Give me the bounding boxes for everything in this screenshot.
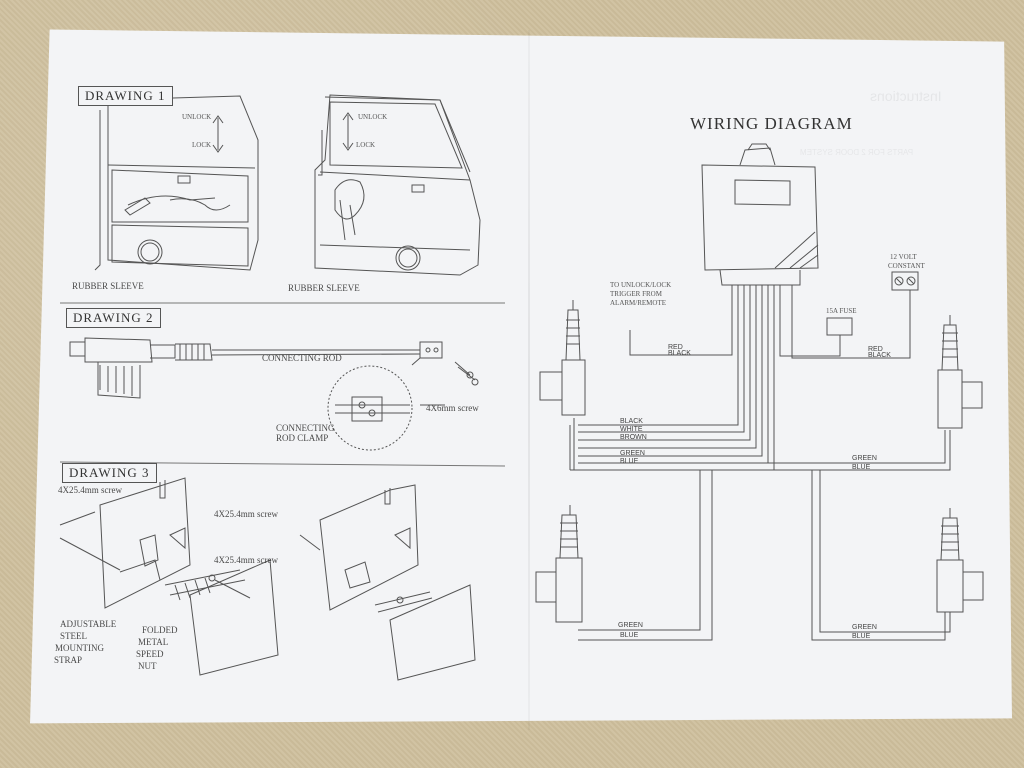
blue-label-front-right: BLUE bbox=[852, 464, 871, 471]
green-label-rear-right: GREEN bbox=[852, 624, 877, 631]
trigger-label-3: ALARM/REMOTE bbox=[610, 299, 666, 307]
blue-label-rear-right: BLUE bbox=[852, 633, 871, 640]
green-label-front-right: GREEN bbox=[852, 455, 877, 462]
blue-label-rear-left: BLUE bbox=[620, 632, 639, 639]
fuse-label: 15A FUSE bbox=[826, 307, 857, 315]
actuator-rear-left bbox=[535, 505, 583, 623]
volt-label-1: 12 VOLT bbox=[890, 253, 917, 261]
screw-label-d2: 4X6mm screw bbox=[426, 403, 479, 413]
door-left-illustration bbox=[94, 95, 259, 271]
strap-label-4: STRAP bbox=[54, 655, 83, 665]
rubber-sleeve-right-label: RUBBER SLEEVE bbox=[288, 283, 360, 293]
battery-terminal bbox=[891, 271, 919, 291]
trigger-label-2: TRIGGER FROM bbox=[610, 290, 662, 298]
bundle-green-label: GREEN bbox=[620, 450, 645, 457]
lock-label-right: LOCK bbox=[356, 141, 376, 149]
door-panel-left-illustration bbox=[59, 477, 279, 676]
screw-label-a: 4X25.4mm screw bbox=[58, 485, 122, 495]
actuator-rear-right bbox=[936, 508, 984, 613]
door-panel-right-illustration bbox=[299, 484, 476, 681]
connecting-rod-label: CONNECTING ROD bbox=[262, 353, 342, 363]
actuator-illustration bbox=[69, 337, 479, 451]
instruction-sheet bbox=[30, 29, 1012, 724]
wiring-diagram-title: WIRING DIAGRAM bbox=[690, 114, 853, 133]
lock-label-left: LOCK bbox=[192, 141, 212, 149]
screw-label-c: 4X25.4mm screw bbox=[214, 555, 278, 565]
nut-label-4: NUT bbox=[138, 661, 157, 671]
drawing1-title: DRAWING 1 bbox=[78, 86, 173, 106]
unlock-label-left: UNLOCK bbox=[182, 113, 212, 121]
wire-red-label-right: RED bbox=[868, 346, 883, 353]
strap-label-3: MOUNTING bbox=[55, 643, 104, 653]
actuator-front-left bbox=[539, 300, 586, 416]
bundle-blue-label: BLUE bbox=[620, 458, 639, 465]
actuator-front-right bbox=[937, 315, 983, 429]
rod-clamp-label-2: ROD CLAMP bbox=[276, 433, 329, 443]
trigger-label-1: TO UNLOCK/LOCK bbox=[610, 281, 672, 289]
bundle-brown-label: BROWN bbox=[620, 434, 647, 441]
unlock-label-right: UNLOCK bbox=[358, 113, 388, 121]
wire-harness bbox=[569, 285, 951, 641]
fuse-holder bbox=[826, 317, 853, 336]
wire-black-label-left: BLACK bbox=[668, 350, 691, 357]
bundle-black-label: BLACK bbox=[620, 418, 643, 425]
wire-red-label-left: RED bbox=[668, 344, 683, 351]
rubber-sleeve-left-label: RUBBER SLEEVE bbox=[72, 281, 144, 291]
wire-black-label-right: BLACK bbox=[868, 352, 891, 359]
rod-clamp-label-1: CONNECTING bbox=[276, 423, 335, 433]
bundle-white-label: WHITE bbox=[620, 426, 643, 433]
nut-label-3: SPEED bbox=[136, 649, 164, 659]
green-label-rear-left: GREEN bbox=[618, 622, 643, 629]
strap-label-2: STEEL bbox=[60, 631, 87, 641]
screw-label-b: 4X25.4mm screw bbox=[214, 509, 278, 519]
control-module bbox=[701, 143, 819, 286]
drawing3-title: DRAWING 3 bbox=[62, 463, 157, 483]
nut-label-2: METAL bbox=[138, 637, 169, 647]
door-right-illustration bbox=[314, 94, 481, 276]
volt-label-2: CONSTANT bbox=[888, 262, 925, 270]
nut-label-1: FOLDED bbox=[142, 625, 178, 635]
drawing2-title: DRAWING 2 bbox=[66, 308, 161, 328]
paper-fold bbox=[528, 30, 530, 730]
strap-label-1: ADJUSTABLE bbox=[60, 619, 117, 629]
